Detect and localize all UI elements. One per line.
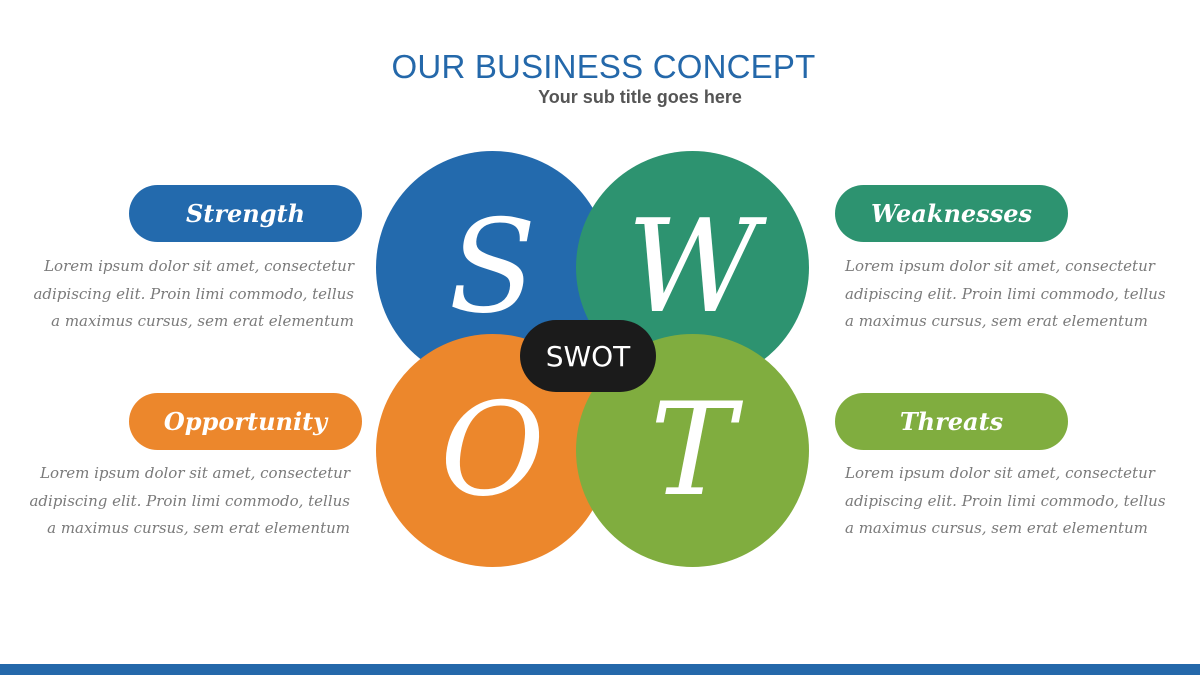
strength-letter: S (448, 192, 537, 342)
opportunity-line-1: Lorem ipsum dolor sit amet, consectetur (40, 464, 350, 482)
weaknesses-label: Weaknesses (835, 185, 1068, 242)
strength-line-3: a maximus cursus, sem erat elementum (51, 312, 354, 330)
page-subtitle: Your sub title goes here (538, 87, 742, 107)
opportunity-description: Lorem ipsum dolor sit amet, consectetur … (10, 460, 350, 543)
threats-line-2: adipiscing elit. Proin limi commodo, tel… (845, 491, 1166, 510)
threats-description: Lorem ipsum dolor sit amet, consectetur … (845, 460, 1185, 543)
weaknesses-line-1: Lorem ipsum dolor sit amet, consectetur (845, 257, 1155, 275)
weaknesses-description: Lorem ipsum dolor sit amet, consectetur … (845, 253, 1185, 336)
weaknesses-letter: W (626, 192, 759, 342)
page-title: OUR BUSINESS CONCEPT (391, 48, 816, 85)
opportunity-line-2: adipiscing elit. Proin limi commodo, tel… (29, 491, 350, 510)
swot-center-label: SWOT (520, 320, 656, 392)
strength-description: Lorem ipsum dolor sit amet, consectetur … (14, 253, 354, 336)
footer-bar (0, 664, 1200, 675)
weaknesses-line-2: adipiscing elit. Proin limi commodo, tel… (845, 284, 1166, 303)
opportunity-letter: O (440, 375, 545, 525)
strength-label: Strength (129, 185, 362, 242)
weaknesses-line-3: a maximus cursus, sem erat elementum (845, 312, 1148, 330)
strength-line-1: Lorem ipsum dolor sit amet, consectetur (44, 257, 354, 275)
opportunity-line-3: a maximus cursus, sem erat elementum (47, 519, 350, 537)
opportunity-label: Opportunity (129, 393, 362, 450)
threats-line-3: a maximus cursus, sem erat elementum (845, 519, 1148, 537)
opportunity-circle: O (376, 334, 609, 567)
threats-label: Threats (835, 393, 1068, 450)
threats-letter: T (649, 375, 736, 525)
strength-line-2: adipiscing elit. Proin limi commodo, tel… (33, 284, 354, 303)
threats-line-1: Lorem ipsum dolor sit amet, consectetur (845, 464, 1155, 482)
